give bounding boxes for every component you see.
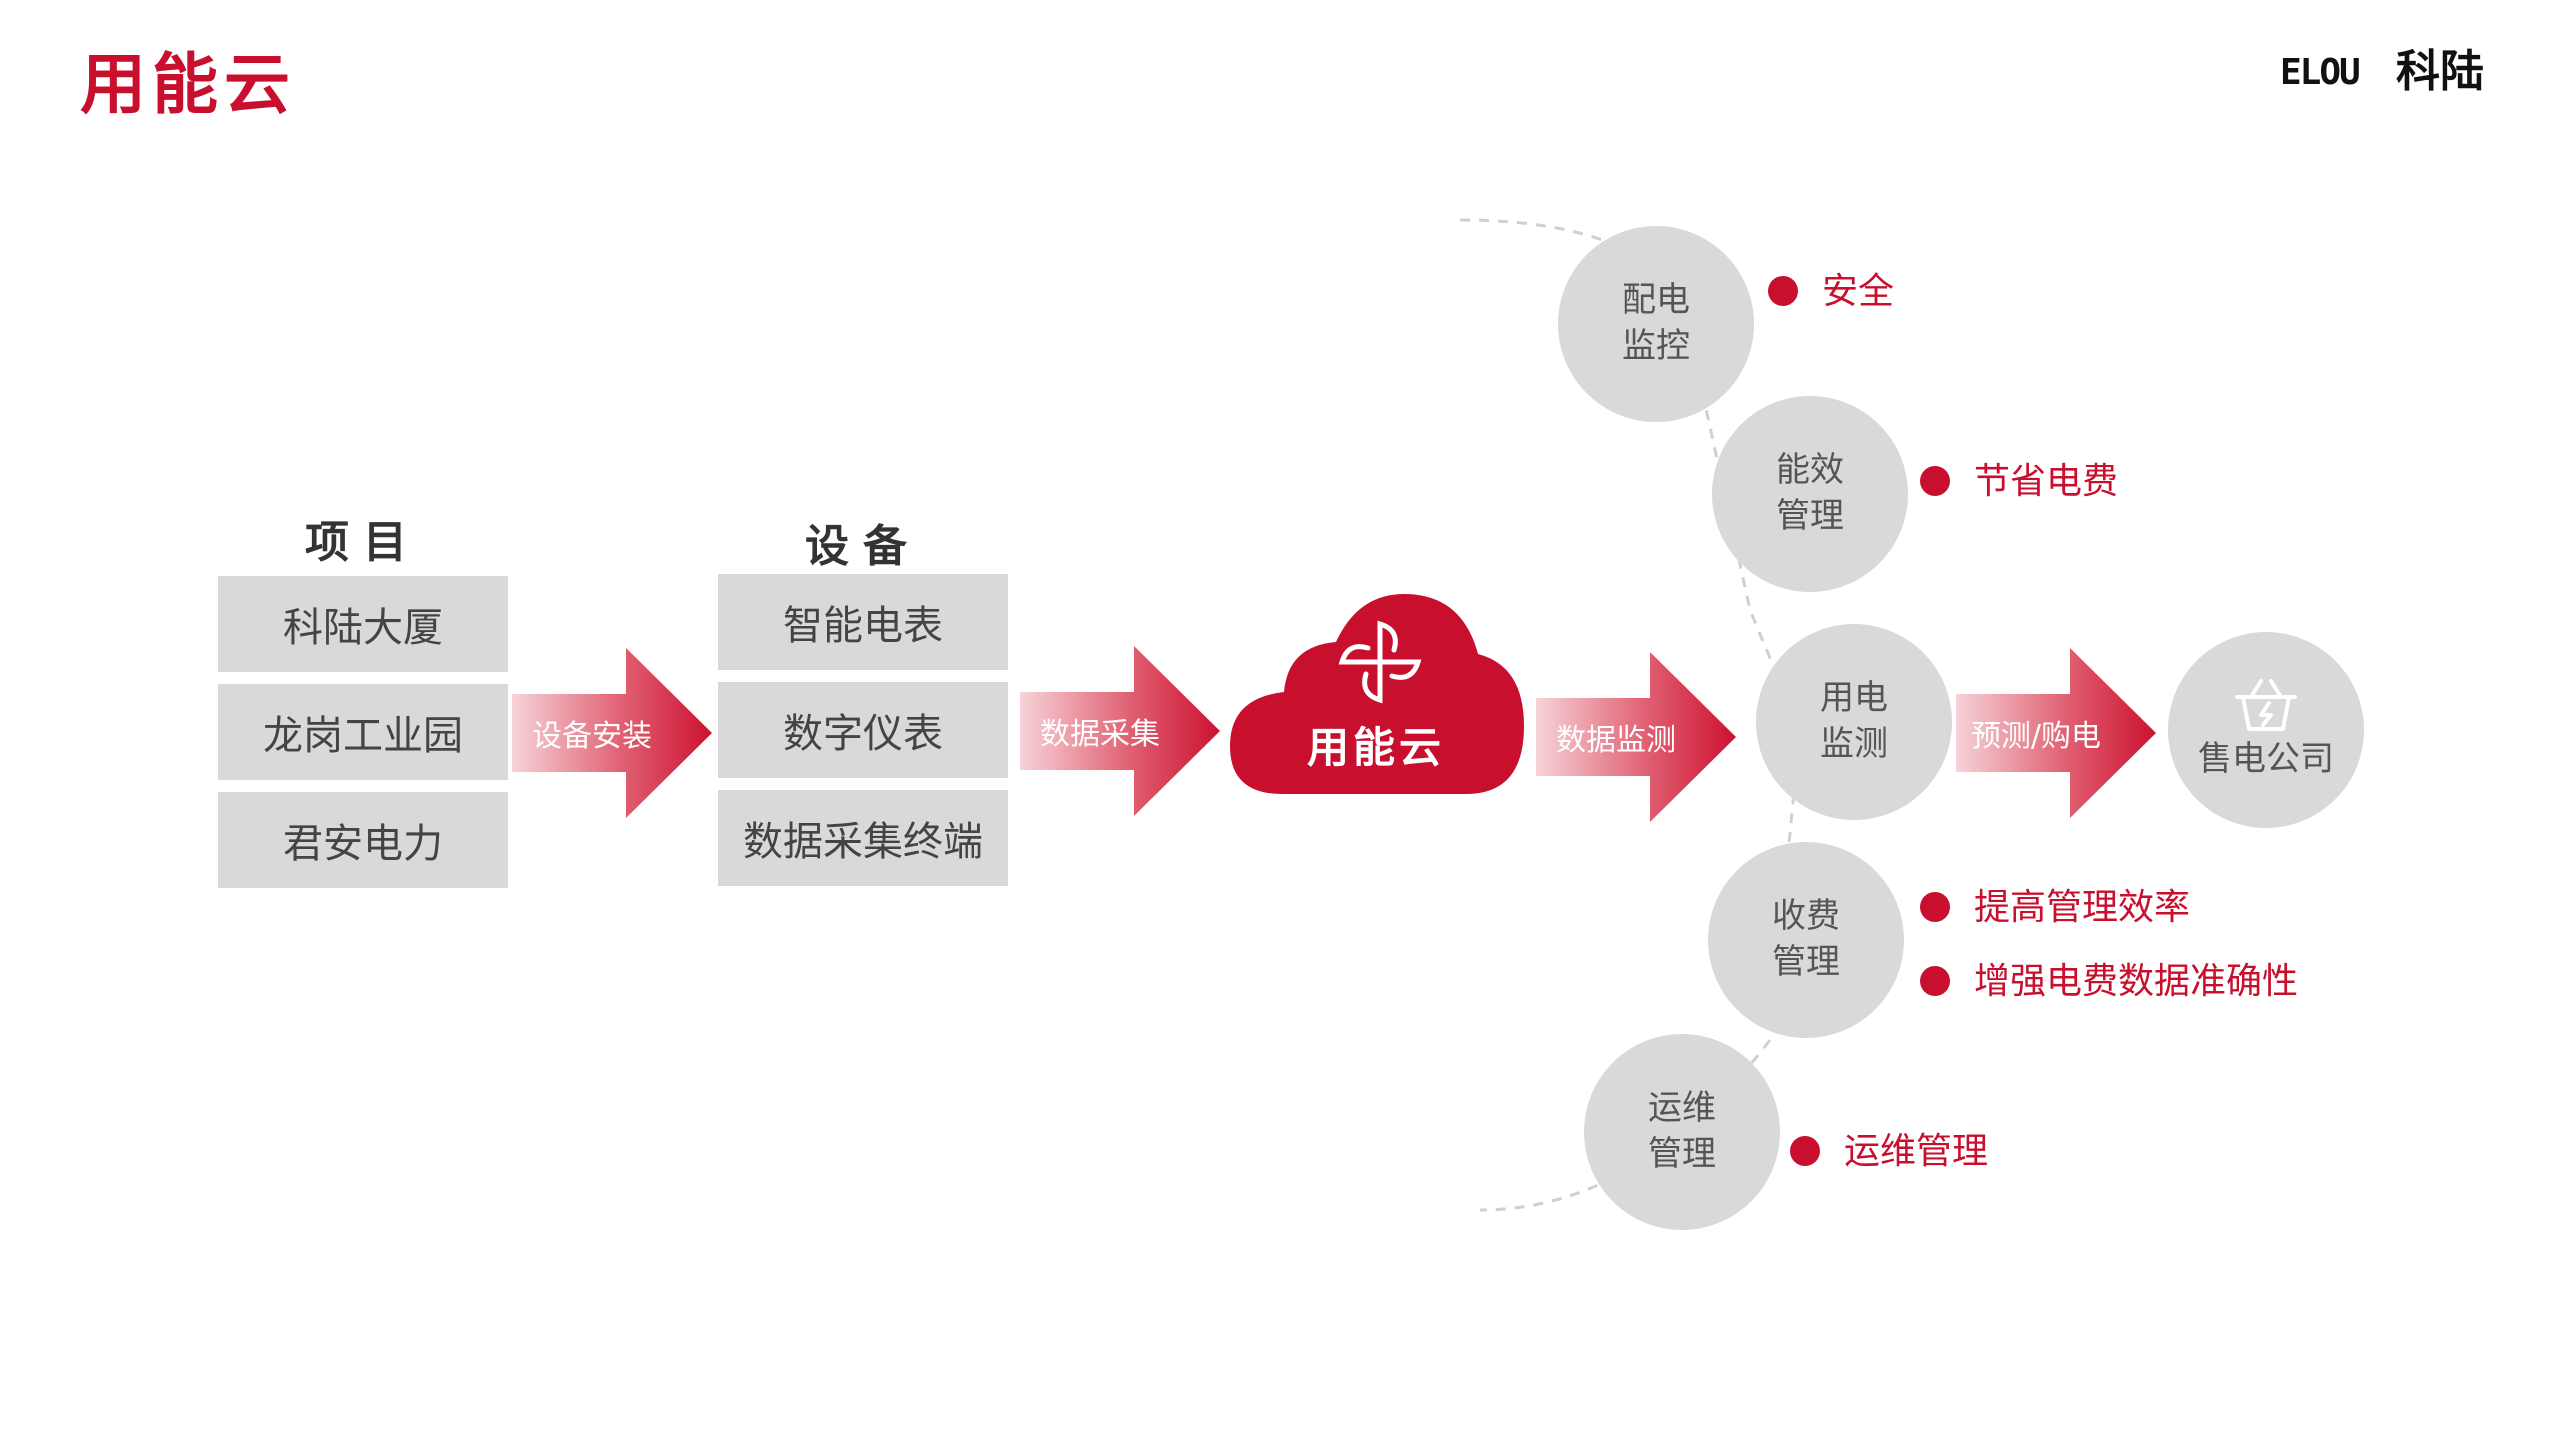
module-usage-line1: 用电 — [1820, 678, 1888, 719]
module-billing-line2: 管理 — [1772, 942, 1840, 982]
module-distribution-line2: 监控 — [1622, 326, 1690, 366]
module-efficiency-line1: 能效 — [1776, 450, 1844, 491]
device-item-smart-meter: 智能电表 — [718, 574, 1008, 670]
module-maintenance-line2: 管理 — [1648, 1134, 1716, 1174]
benefit-accuracy: 增强电费数据准确性 — [1974, 961, 2299, 1002]
energy-cloud: 用能云 — [1226, 586, 1526, 796]
module-usage-monitoring: 用电 监测 — [1756, 624, 1952, 820]
arrow-install: 设备安装 — [512, 648, 712, 818]
arrow-forecast-label: 预测/购电 — [1970, 719, 2102, 754]
devices-header: 设备 — [805, 521, 921, 572]
arrow-install-shape — [512, 648, 712, 818]
benefit-maintenance: 运维管理 — [1844, 1131, 1989, 1172]
bullet-dot-accuracy — [1920, 966, 1950, 996]
arrow-forecast-shape — [1956, 648, 2156, 818]
dashed-arc — [1459, 218, 1802, 1212]
module-maintenance-management: 运维 管理 — [1584, 1034, 1780, 1230]
arrow-forecast: 预测/购电 — [1956, 648, 2156, 818]
cloud-shape — [1230, 594, 1524, 794]
cloud-label: 用能云 — [1306, 723, 1445, 772]
pinwheel-icon — [1338, 620, 1422, 704]
module-efficiency-line2: 管理 — [1776, 496, 1844, 536]
shopping-basket-icon — [2235, 679, 2297, 732]
logo-latin-text: ELOU — [2280, 52, 2361, 93]
project-item-longgang-park: 龙岗工业园 — [218, 684, 508, 780]
module-maintenance-line1: 运维 — [1648, 1088, 1716, 1129]
project-item-kelu-building: 科陆大厦 — [218, 576, 508, 672]
device-item-data-terminal: 数据采集终端 — [718, 790, 1008, 886]
arrow-collect-label: 数据采集 — [1040, 717, 1160, 752]
module-distribution-monitoring: 配电 监控 — [1558, 226, 1754, 422]
arrow-install-label: 设备安装 — [532, 719, 652, 754]
module-distribution-line1: 配电 — [1622, 280, 1690, 321]
benefit-safety: 安全 — [1822, 271, 1895, 312]
retailer-circle: 售电公司 — [2168, 632, 2364, 828]
page-title: 用能云 — [80, 46, 296, 123]
retailer-label: 售电公司 — [2198, 739, 2334, 780]
arrow-monitor-label: 数据监测 — [1556, 723, 1676, 758]
module-efficiency-management: 能效 管理 — [1712, 396, 1908, 592]
project-item-junan-power: 君安电力 — [218, 792, 508, 888]
arrow-monitor-shape — [1536, 652, 1736, 822]
module-usage-line2: 监测 — [1820, 724, 1888, 764]
brand-logo: ELOU 科陆 — [2280, 44, 2500, 104]
benefit-improve-efficiency: 提高管理效率 — [1974, 887, 2191, 928]
bullet-dot-maintenance — [1790, 1136, 1820, 1166]
benefit-save-cost: 节省电费 — [1974, 461, 2119, 502]
bullet-dot-safety — [1768, 276, 1798, 306]
projects-header: 项目 — [305, 517, 421, 568]
device-item-digital-instrument: 数字仪表 — [718, 682, 1008, 778]
bullet-dot-improve-efficiency — [1920, 892, 1950, 922]
arrow-collect-shape — [1020, 646, 1220, 816]
arrow-collect: 数据采集 — [1020, 646, 1220, 816]
arrow-monitor: 数据监测 — [1536, 652, 1736, 822]
module-billing-management: 收费 管理 — [1708, 842, 1904, 1038]
module-billing-line1: 收费 — [1772, 896, 1840, 937]
bullet-dot-save-cost — [1920, 466, 1950, 496]
logo-cn-text: 科陆 — [2396, 46, 2484, 97]
